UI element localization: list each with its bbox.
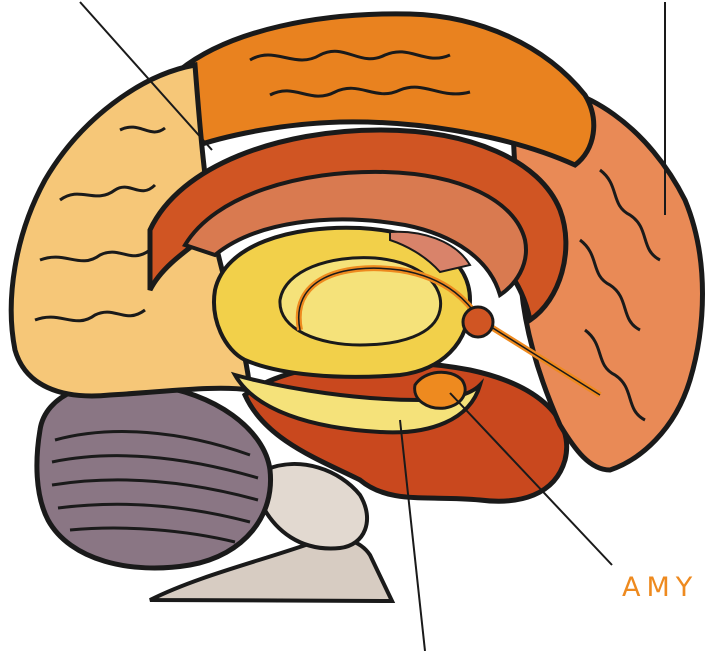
cerebellum [37, 382, 271, 568]
amygdala [415, 372, 465, 408]
amygdala-label: AMY [622, 572, 698, 603]
mammillary-body [463, 307, 493, 337]
